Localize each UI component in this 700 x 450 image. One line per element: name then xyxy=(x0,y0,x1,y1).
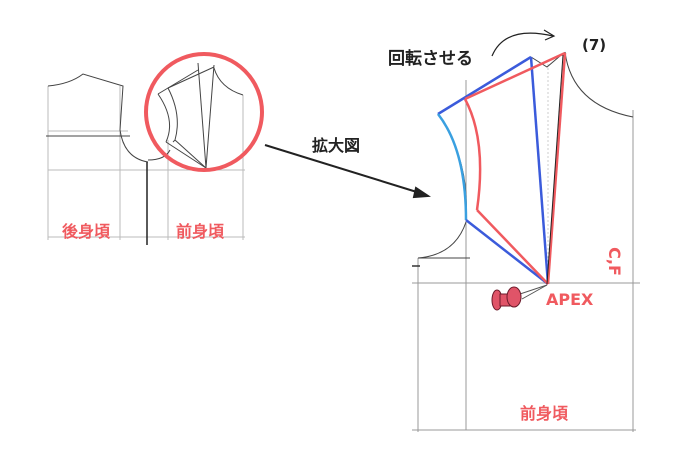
enlarged-view-label: 拡大図 xyxy=(312,136,361,155)
step-number: (7) xyxy=(582,36,607,54)
back-bodice-label: 後身頃 xyxy=(62,222,111,241)
highlight-circle xyxy=(144,52,264,172)
rotate-label: 回転させる xyxy=(388,49,473,69)
rotation-arrow xyxy=(491,29,556,57)
enlarge-arrow xyxy=(264,144,431,199)
front-bodice-small-label: 前身頃 xyxy=(176,222,225,241)
small-pattern xyxy=(46,52,264,245)
original-dart xyxy=(437,55,550,285)
push-pin-icon xyxy=(491,284,548,311)
rotated-dart xyxy=(463,51,567,285)
center-front-label: C,F xyxy=(604,247,624,276)
front-bodice-large-label: 前身頃 xyxy=(520,404,569,423)
apex-label: APEX xyxy=(546,290,594,309)
large-pattern xyxy=(412,29,640,432)
